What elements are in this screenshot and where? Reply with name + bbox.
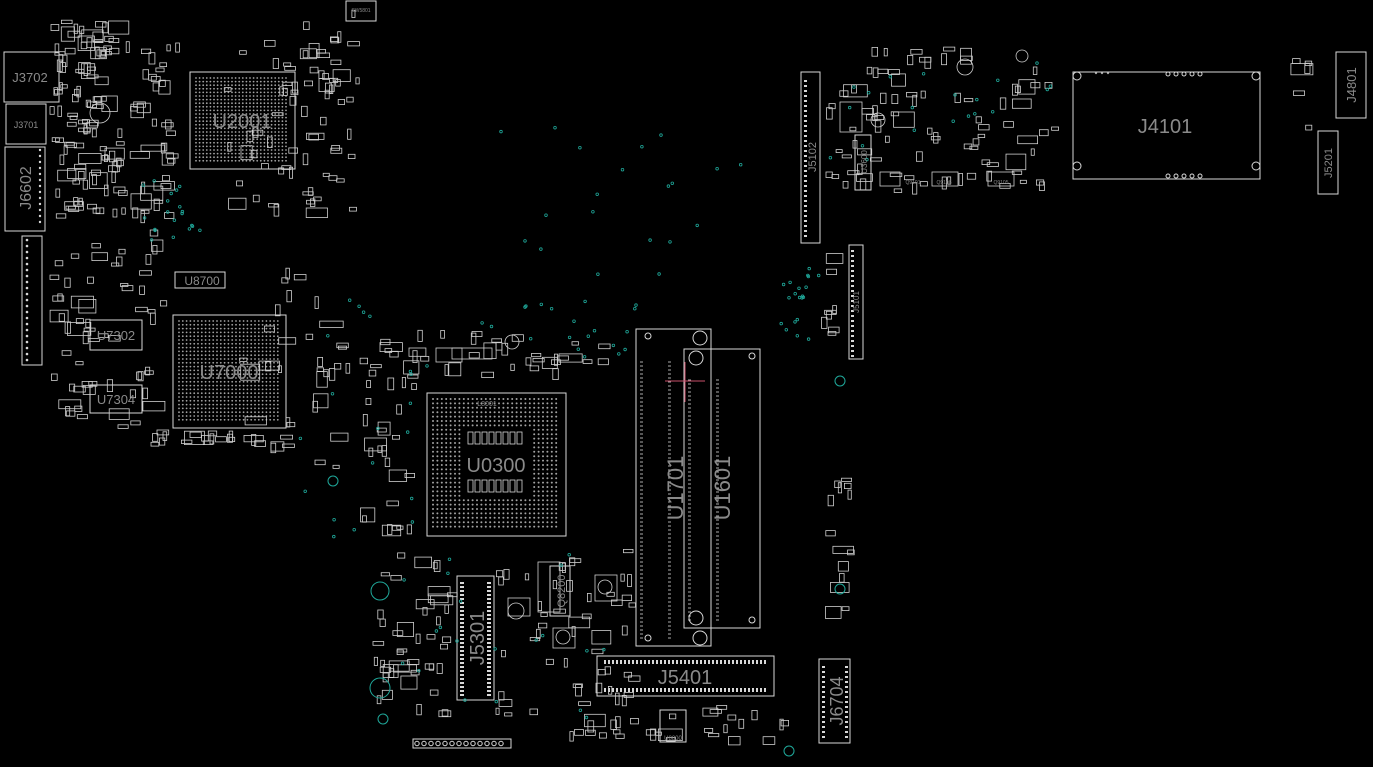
u8700-outline[interactable] bbox=[174, 271, 226, 289]
ref-u3600: U3600 bbox=[860, 150, 869, 174]
u7304-outline[interactable] bbox=[89, 384, 143, 414]
ref-j4101: J4101 bbox=[1138, 116, 1193, 138]
ref-u7304: U7304 bbox=[97, 392, 135, 407]
u1701-outline[interactable] bbox=[635, 328, 712, 647]
bottom-header-outline[interactable] bbox=[412, 738, 512, 749]
left-connector-outline[interactable] bbox=[21, 235, 43, 366]
ref-q8200: Q8200 bbox=[556, 574, 568, 607]
j5101-outline[interactable] bbox=[848, 244, 864, 360]
ref-j3702: J3702 bbox=[12, 70, 47, 85]
ref-j5101: J5101 bbox=[852, 291, 861, 313]
pin-patterns bbox=[25, 71, 1261, 747]
ref-u8700: U8700 bbox=[184, 274, 220, 288]
u1601-outline[interactable] bbox=[683, 348, 761, 629]
u8800-outline[interactable] bbox=[659, 709, 687, 743]
ref-sw5801: SW5801 bbox=[351, 8, 370, 14]
u2001-outline[interactable] bbox=[189, 71, 296, 170]
u0300-outline[interactable] bbox=[426, 392, 567, 537]
sw5801-outline[interactable] bbox=[345, 0, 377, 22]
small-components bbox=[49, 9, 1314, 746]
ref-u7302: U7302 bbox=[97, 328, 135, 343]
cursor-crosshair bbox=[665, 362, 705, 402]
j4801-outline[interactable] bbox=[1335, 51, 1367, 119]
ref-u7000: U7000 bbox=[200, 362, 259, 384]
ref-q9106: Q9106 bbox=[936, 180, 951, 186]
j5102-outline[interactable] bbox=[800, 71, 821, 244]
j6602-outline[interactable] bbox=[4, 146, 46, 232]
ref-j5102: J5102 bbox=[807, 142, 819, 172]
ref-u0300: U0300 bbox=[467, 455, 526, 477]
j6704-outline[interactable] bbox=[818, 658, 851, 744]
ref-u1601: U1601 bbox=[710, 456, 735, 521]
ref-j6602: J6602 bbox=[18, 166, 35, 210]
u7000-outline[interactable] bbox=[172, 314, 287, 429]
ref-q9105: Q9105 bbox=[993, 180, 1008, 186]
ref-j5401: J5401 bbox=[658, 667, 713, 689]
ref-u8800: U8800 bbox=[664, 736, 682, 742]
ref-u1701: U1701 bbox=[663, 456, 688, 521]
j3702-outline[interactable] bbox=[3, 51, 60, 103]
vias bbox=[141, 61, 1053, 757]
ref-l8001: L8001 bbox=[477, 401, 497, 408]
j3701-outline[interactable] bbox=[5, 103, 47, 145]
ref-j6704: J6704 bbox=[827, 676, 847, 725]
j5201-outline[interactable] bbox=[1317, 130, 1339, 195]
ref-j4801: J4801 bbox=[1344, 67, 1359, 102]
ref-j5201: J5201 bbox=[1323, 148, 1335, 178]
ref-j5301: J5301 bbox=[467, 611, 489, 666]
ref-j3701: J3701 bbox=[14, 120, 39, 130]
j5401-outline[interactable] bbox=[596, 655, 775, 697]
ref-q9101: Q9101 bbox=[905, 180, 920, 186]
j5301-outline[interactable] bbox=[456, 575, 495, 701]
ref-u2001: U2001 bbox=[213, 111, 272, 133]
